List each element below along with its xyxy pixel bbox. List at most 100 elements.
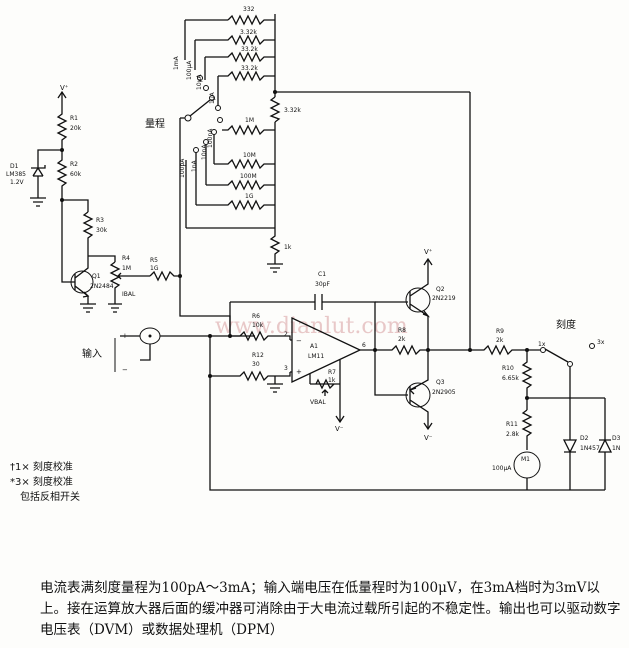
range-100na: 100nA — [207, 128, 214, 148]
opamp-triangle — [291, 316, 362, 384]
r5-value: 1G — [150, 265, 159, 272]
ladder-3k32b-label: 3.32k — [284, 107, 301, 114]
r5-label: R5 — [150, 257, 158, 264]
d3-part: 1N — [612, 445, 620, 452]
r6-resistor — [230, 330, 291, 342]
opamp-inv-sign: − — [296, 337, 302, 345]
output-buffer: R8 2k V⁺ Q2 2N2219 V⁻ Q3 2N2905 — [374, 248, 472, 442]
ladder-1k-label: 1k — [284, 244, 292, 251]
note-switch: 包括反相开关 — [20, 490, 80, 503]
ladder-100m-resistor — [206, 179, 275, 191]
r1-label: R1 — [70, 115, 78, 122]
r1-resistor — [56, 110, 68, 150]
r11-resistor — [521, 409, 533, 450]
c1-value: 30pF — [315, 281, 330, 288]
ladder-1g-resistor — [196, 199, 275, 211]
r3-value: 30k — [96, 227, 108, 234]
scale-contact-1x — [567, 361, 573, 367]
q2-transistor — [405, 287, 431, 313]
note-1x: †1× 刻度校准 — [10, 460, 73, 473]
ladder-33k2b-resistor — [218, 70, 275, 82]
ladder-3k32b-resistor — [269, 96, 281, 123]
r12-value: 30 — [252, 361, 260, 368]
ladder-1m-resistor — [222, 124, 275, 136]
r4-value: 1M — [122, 265, 131, 272]
ladder-1g-label: 1G — [245, 193, 254, 200]
opamp-noninv-sign: + — [296, 368, 302, 376]
r2-value: 60k — [70, 171, 82, 178]
opamp-pin3: 3 — [284, 365, 288, 372]
d2-label: D2 — [580, 435, 589, 442]
r1-value: 20k — [70, 125, 82, 132]
vbal-label: VBAL — [310, 399, 326, 406]
r10-label: R10 — [502, 365, 514, 372]
q1-transistor — [70, 270, 94, 294]
range-1ma: 1mA — [173, 55, 180, 70]
ladder-33k2a-label: 33.2k — [241, 46, 258, 53]
range-1ua: 1μA — [209, 91, 216, 104]
q3-label: Q3 — [436, 379, 445, 386]
ladder-1m-label: 1M — [245, 117, 254, 124]
r8-resistor — [378, 344, 470, 356]
vminus-q3-label: V⁻ — [424, 434, 433, 442]
range-label: 量程 — [145, 118, 165, 130]
ladder-1k-resistor — [269, 228, 281, 264]
opamp-pin2: 2 — [284, 331, 288, 338]
r7-value: 1k — [328, 377, 336, 384]
m1-label: M1 — [521, 456, 530, 463]
meter-section: R9 2k R10 6.65k R11 2.8k M1 100μA 刻度 1x … — [470, 318, 621, 490]
q1-part: 2N2484 — [90, 283, 114, 290]
ladder-332-resistor — [227, 14, 275, 26]
r9-label: R9 — [496, 328, 504, 335]
r10-resistor — [521, 350, 533, 410]
d1-label: D1 — [10, 163, 19, 170]
q3-part: 2N2905 — [432, 389, 456, 396]
r11-value: 2.8k — [506, 431, 520, 438]
ladder-3k32-resistor — [195, 34, 275, 46]
r3-label: R3 — [96, 217, 104, 224]
range-switch: 量程 1mA 100μA 10μA 1μA 100pA 1nA 10nA 100… — [145, 20, 223, 228]
ladder-10m-label: 10M — [243, 152, 256, 159]
ladder-10m-resistor — [214, 158, 275, 170]
d1-zener — [32, 166, 44, 198]
r11-label: R11 — [506, 421, 518, 428]
input-minus: − — [122, 366, 128, 374]
opamp-pin6: 6 — [362, 342, 366, 349]
range-100ua: 100μA — [186, 60, 193, 80]
resistor-ladder: 332 3.32k 33.2k 33.2k 3.32k 1M 10M 100M … — [185, 6, 471, 350]
ladder-33k2b-label: 33.2k — [241, 65, 258, 72]
ladder-33k2a-resistor — [205, 51, 275, 63]
d3-label: D3 — [612, 435, 621, 442]
r6-value: 10k — [252, 322, 264, 329]
r9-value: 2k — [496, 337, 504, 344]
range-1na: 1nA — [191, 159, 198, 172]
input-label: 输入 — [82, 347, 102, 360]
notes: †1× 刻度校准 *3× 刻度校准 包括反相开关 — [10, 460, 80, 503]
ladder-332-label: 332 — [243, 6, 255, 13]
r7-label: R7 — [328, 369, 336, 376]
d2-part: 1N457 — [580, 445, 600, 452]
range-10ua: 10μA — [196, 74, 203, 90]
r9-resistor — [470, 344, 540, 356]
vplus-top-label: V⁺ — [60, 84, 69, 92]
scale-label: 刻度 — [556, 318, 576, 331]
r4-label: R4 — [122, 255, 130, 262]
c1-label: C1 — [318, 271, 326, 278]
range-100pa: 100pA — [179, 158, 186, 178]
r5-resistor — [149, 270, 180, 282]
scale-contact-3x — [589, 343, 595, 349]
r3-resistor — [82, 211, 94, 256]
r12-resistor — [210, 370, 291, 382]
ladder-100m-label: 100M — [240, 173, 257, 180]
r4-note: IBAL — [122, 291, 136, 298]
caption-text: 电流表满刻度量程为100pA～3mA；输入端电压在低量程时为100μV，在3mA… — [40, 580, 621, 638]
vminus-opamp-label: V⁻ — [335, 425, 344, 433]
r12-label: R12 — [252, 352, 264, 359]
c1-capacitor — [314, 294, 323, 310]
a1-part: LM11 — [308, 353, 324, 360]
range-10na: 10nA — [201, 144, 208, 160]
q2-part: 2N2219 — [432, 295, 456, 302]
d1-part: LM385 — [6, 171, 26, 178]
q2-label: Q2 — [436, 286, 445, 293]
